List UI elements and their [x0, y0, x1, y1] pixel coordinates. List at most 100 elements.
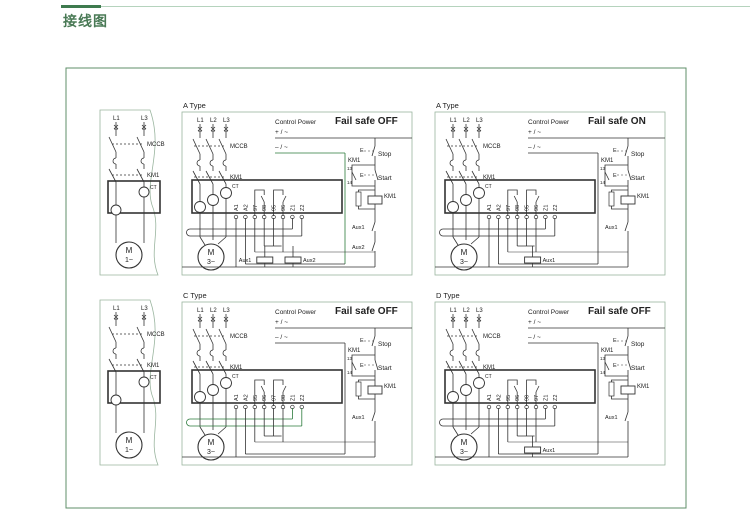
start-label: Start	[631, 175, 645, 182]
mccb-contact-icon	[136, 136, 145, 153]
phase-label: L1	[450, 308, 457, 314]
terminal-label: Z2	[553, 395, 559, 401]
ct-icon	[110, 394, 122, 406]
fuse-icon	[223, 316, 229, 322]
mccb-label: MCCB	[483, 144, 501, 150]
terminal-13-label: 13	[600, 356, 606, 361]
e-mark-label: E	[360, 338, 364, 344]
terminal-label: 97	[534, 395, 540, 401]
start-label: Start	[378, 175, 392, 182]
fuse-icon	[141, 124, 147, 130]
ct-icon	[138, 186, 150, 198]
ct-loop-icon	[439, 418, 444, 427]
km1-contact-icon	[108, 358, 117, 373]
terminal-13-label: 13	[600, 166, 606, 171]
terminal-label: Z1	[543, 205, 549, 211]
relay-contact-icon	[260, 195, 265, 203]
km1-contact-icon	[108, 168, 117, 183]
terminal-label: 96	[534, 205, 540, 211]
motor-icon	[450, 243, 478, 271]
ct-loop-icon	[186, 228, 191, 237]
fail-safe-mode-label: Fail safe OFF	[335, 306, 398, 317]
ct-icon	[460, 194, 472, 206]
km1-contact-icon	[445, 170, 454, 185]
terminal-label: 95	[253, 395, 259, 401]
terminal-label: A2	[496, 394, 502, 401]
ct-icon	[194, 391, 206, 403]
km1-aux-label: KM1	[348, 158, 361, 164]
km1-coil-label: KM1	[637, 194, 650, 200]
panel-frame	[434, 111, 666, 276]
e-mark-label: E	[613, 173, 617, 179]
thermal-trip-icon	[140, 347, 145, 355]
control-minus-label: – / ~	[275, 144, 288, 151]
phase-wire	[199, 426, 206, 436]
terminal-label: Z1	[543, 395, 549, 401]
phase-wire	[452, 236, 459, 246]
phase-label: L1	[450, 118, 457, 124]
surge-absorber-icon	[355, 191, 362, 207]
phase-label: L3	[476, 308, 483, 314]
km1-contact-icon	[205, 170, 214, 185]
relay-contact-icon	[507, 189, 518, 216]
ct-icon	[460, 384, 472, 396]
stop-button-icon	[624, 145, 629, 157]
aux-contact-icon	[624, 221, 629, 232]
relay-contact-icon	[535, 385, 540, 393]
thermal-trip-icon	[475, 159, 480, 167]
relay-contact-icon	[526, 379, 537, 406]
km1-contact-icon	[192, 360, 201, 375]
stop-button-icon	[371, 145, 376, 157]
aux-contact-icon	[371, 221, 376, 232]
phase-wire	[199, 236, 206, 246]
phase-wire	[470, 236, 480, 245]
phase-label: L2	[210, 118, 217, 124]
terminal-label: 95	[272, 205, 278, 211]
ct-icon	[447, 391, 459, 403]
stop-button-icon	[371, 335, 376, 347]
motor-type-label: 3~	[460, 259, 468, 266]
thermal-trip-icon	[449, 159, 454, 167]
phase-label: L1	[197, 118, 204, 124]
thermal-trip-icon	[140, 157, 145, 165]
fuse-icon	[113, 314, 119, 320]
stop-label: Stop	[378, 151, 392, 158]
motor-type-label: 1~	[125, 257, 133, 264]
mccb-contact-icon	[218, 328, 227, 345]
start-label: Start	[378, 365, 392, 372]
control-plus-label: + / ~	[275, 129, 288, 136]
terminal-label: 97	[272, 395, 278, 401]
motor-type-label: 1~	[125, 447, 133, 454]
wire	[611, 379, 628, 400]
panel-type-label: A Type	[436, 101, 459, 110]
fail-safe-mode-label: Fail safe OFF	[335, 116, 398, 127]
wire	[611, 189, 628, 210]
terminal-label: Z2	[300, 205, 306, 211]
relay-box	[444, 179, 596, 214]
relay-contact-icon	[526, 189, 537, 216]
relay-contact-icon	[513, 195, 518, 203]
relay-contact-icon	[273, 189, 284, 216]
motor-label: M	[461, 438, 468, 447]
km1-aux-label: KM1	[348, 348, 361, 354]
ct-icon	[473, 187, 485, 199]
aux-coil-label: Aux1	[543, 258, 556, 264]
km1-label: KM1	[483, 365, 496, 371]
km1-coil-label: KM1	[637, 384, 650, 390]
relay-box	[107, 370, 161, 404]
mccb-contact-icon	[205, 138, 214, 155]
mccb-label: MCCB	[230, 334, 248, 340]
ct-icon	[473, 377, 485, 389]
fuse-icon	[197, 126, 203, 132]
terminal-label: Z1	[290, 395, 296, 401]
terminal-label: 96	[281, 205, 287, 211]
thermal-trip-icon	[462, 159, 467, 167]
km1-holding-contact-icon	[351, 171, 357, 181]
stop-label: Stop	[378, 341, 392, 348]
fuse-icon	[463, 316, 469, 322]
phase-label: L2	[463, 118, 470, 124]
aux-contact-label: Aux1	[352, 415, 365, 421]
phase-label: L2	[463, 308, 470, 314]
terminal-label: 95	[506, 395, 512, 401]
